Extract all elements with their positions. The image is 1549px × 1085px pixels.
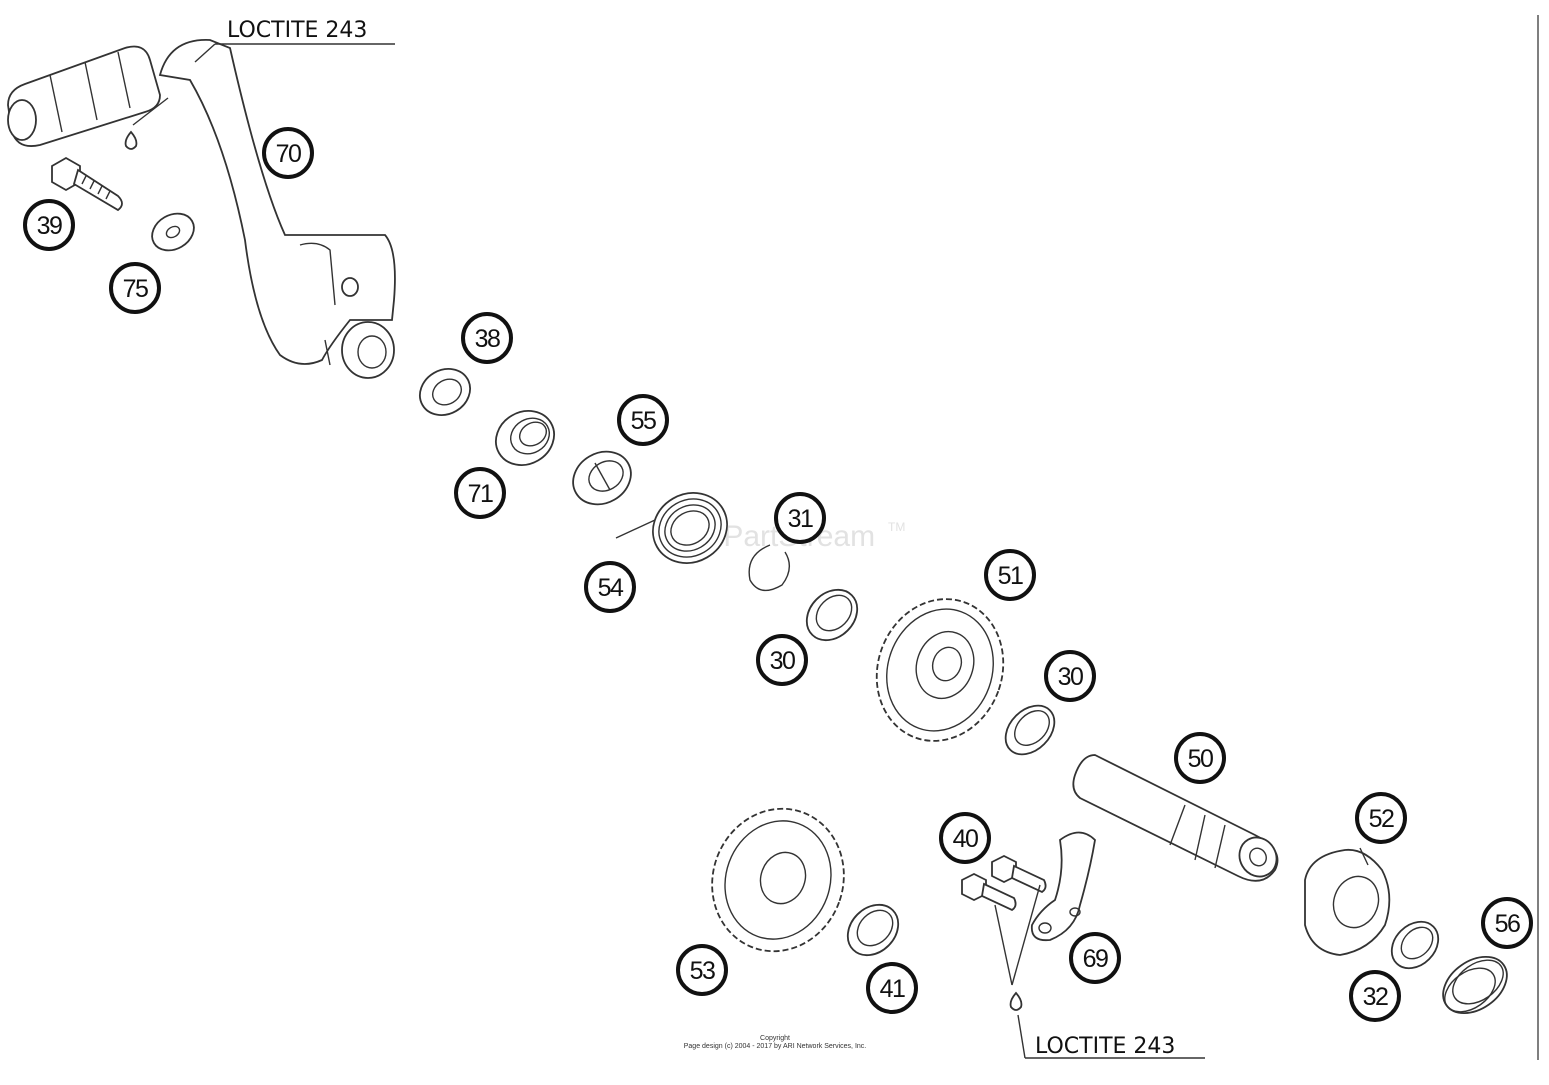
label-51: 51 bbox=[984, 549, 1036, 601]
washer-32[interactable] bbox=[1382, 912, 1447, 977]
copyright-line-2: Page design (c) 2004 - 2017 by ARI Netwo… bbox=[683, 1043, 867, 1050]
label-40: 40 bbox=[939, 812, 991, 864]
svg-text:39: 39 bbox=[37, 212, 62, 240]
label-71: 71 bbox=[454, 467, 506, 519]
loctite-drop-icon bbox=[124, 130, 138, 150]
label-53: 53 bbox=[676, 944, 728, 996]
circlip-31[interactable] bbox=[748, 544, 790, 592]
washer-75[interactable] bbox=[145, 206, 200, 257]
label-41: 41 bbox=[866, 962, 918, 1014]
washer-41[interactable] bbox=[838, 895, 909, 966]
svg-text:41: 41 bbox=[880, 975, 905, 1003]
svg-text:38: 38 bbox=[475, 325, 500, 353]
label-70: 70 bbox=[262, 127, 314, 179]
svg-text:50: 50 bbox=[1188, 745, 1213, 773]
label-75: 75 bbox=[109, 262, 161, 314]
svg-text:69: 69 bbox=[1083, 945, 1108, 973]
washer-30b[interactable] bbox=[996, 696, 1064, 764]
label-31: 31 bbox=[774, 492, 826, 544]
svg-text:32: 32 bbox=[1363, 983, 1388, 1011]
kick-starter-lever[interactable] bbox=[7, 39, 396, 379]
loctite-callout-bottom: LOCTITE 243 bbox=[1017, 1014, 1205, 1059]
svg-text:70: 70 bbox=[276, 140, 301, 168]
copyright-notice: Copyright Page design (c) 2004 - 2017 by… bbox=[640, 1035, 910, 1051]
watermark-tm: TM bbox=[888, 520, 905, 534]
gear-51[interactable] bbox=[857, 581, 1023, 759]
label-38: 38 bbox=[461, 312, 513, 364]
seal-38[interactable] bbox=[411, 360, 478, 424]
label-39: 39 bbox=[23, 199, 75, 251]
svg-text:56: 56 bbox=[1495, 910, 1520, 938]
ratchet-52[interactable] bbox=[1304, 847, 1391, 956]
svg-text:54: 54 bbox=[598, 574, 624, 602]
svg-text:55: 55 bbox=[631, 407, 656, 435]
svg-text:71: 71 bbox=[468, 480, 493, 508]
spring-56[interactable] bbox=[1433, 945, 1518, 1024]
loctite-drop-icon bbox=[1009, 991, 1023, 1011]
label-56: 56 bbox=[1481, 897, 1533, 949]
label-69: 69 bbox=[1069, 932, 1121, 984]
svg-text:30: 30 bbox=[770, 647, 795, 675]
svg-text:52: 52 bbox=[1369, 805, 1394, 833]
spring-54[interactable] bbox=[615, 480, 740, 577]
bearing-71[interactable] bbox=[486, 400, 564, 475]
svg-text:40: 40 bbox=[953, 825, 978, 853]
leader-line bbox=[1011, 884, 1041, 986]
copyright-line-1: Copyright bbox=[760, 1035, 790, 1042]
label-55: 55 bbox=[617, 394, 669, 446]
shaft-50[interactable] bbox=[1072, 754, 1283, 883]
label-30a: 30 bbox=[756, 634, 808, 686]
bolt-39[interactable] bbox=[51, 156, 123, 212]
plate-69[interactable] bbox=[1030, 831, 1096, 942]
leader-line bbox=[994, 904, 1013, 986]
washer-30a[interactable] bbox=[797, 580, 868, 651]
bolts-40[interactable] bbox=[961, 854, 1047, 912]
svg-text:LOCTITE 243: LOCTITE 243 bbox=[227, 18, 367, 43]
leader-line bbox=[132, 97, 169, 126]
gear-53[interactable] bbox=[692, 790, 863, 970]
svg-text:75: 75 bbox=[123, 275, 148, 303]
svg-text:30: 30 bbox=[1058, 663, 1083, 691]
svg-text:31: 31 bbox=[788, 505, 813, 533]
label-32: 32 bbox=[1349, 970, 1401, 1022]
svg-text:LOCTITE 243: LOCTITE 243 bbox=[1035, 1034, 1175, 1059]
label-50: 50 bbox=[1174, 732, 1226, 784]
label-30b: 30 bbox=[1044, 650, 1096, 702]
loctite-callout-top: LOCTITE 243 bbox=[194, 18, 395, 63]
svg-text:53: 53 bbox=[690, 957, 715, 985]
svg-text:51: 51 bbox=[998, 562, 1023, 590]
label-52: 52 bbox=[1355, 792, 1407, 844]
label-54: 54 bbox=[584, 561, 636, 613]
bushing-55[interactable] bbox=[564, 441, 641, 514]
